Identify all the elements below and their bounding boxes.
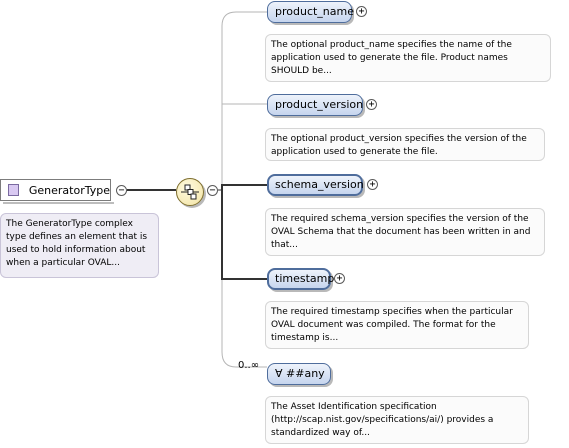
expand-toggle-icon[interactable]: + [356, 6, 367, 17]
expand-toggle-icon[interactable]: + [334, 273, 345, 284]
element-any-wildcard[interactable]: ∀ ##any [267, 363, 331, 385]
sequence-compositor-icon[interactable] [176, 178, 204, 206]
product-name-doc: The optional product_name specifies the … [265, 34, 551, 82]
collapse-toggle-icon[interactable]: − [116, 185, 127, 196]
sequence-symbol-icon [181, 184, 199, 200]
generator-type-label: GeneratorType [28, 183, 110, 197]
expand-toggle-icon[interactable]: + [367, 179, 378, 190]
generator-type-box[interactable]: GeneratorType [0, 179, 114, 204]
element-timestamp[interactable]: timestamp [267, 268, 334, 290]
element-product-version[interactable]: product_version [267, 94, 363, 116]
schema-version-doc: The required schema_version specifies th… [265, 208, 545, 256]
element-product-name[interactable]: product_name [267, 1, 354, 23]
complex-type-icon [8, 184, 19, 196]
sequence-collapse-toggle-icon[interactable]: − [207, 185, 218, 196]
occurrence-label: 0..∞ [238, 360, 260, 371]
generator-type-doc: The GeneratorType complex type defines a… [0, 213, 159, 278]
any-doc: The Asset Identification specification (… [265, 396, 529, 444]
product-version-doc: The optional product_version specifies t… [265, 128, 545, 161]
timestamp-doc: The required timestamp specifies when th… [265, 301, 529, 349]
element-schema-version[interactable]: schema_version [267, 174, 364, 196]
expand-toggle-icon[interactable]: + [366, 99, 377, 110]
